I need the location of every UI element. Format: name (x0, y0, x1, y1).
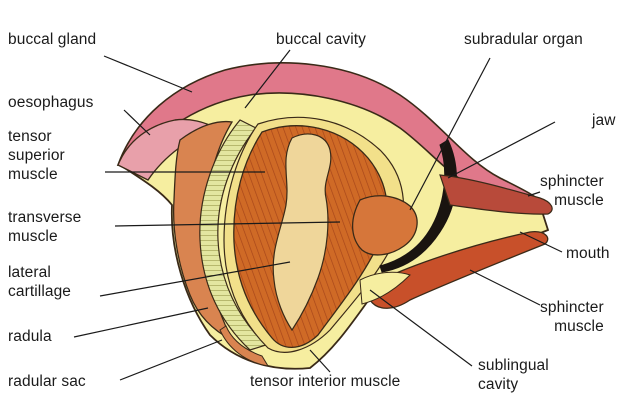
leader-sublingual (370, 290, 472, 366)
label-line: transverse (8, 208, 81, 227)
leader-sphincter-bottom (470, 270, 540, 305)
label-buccal-cavity: buccal cavity (276, 30, 366, 49)
label-line: muscle (540, 317, 604, 336)
label-line: cartillage (8, 282, 71, 301)
label-line: muscle (8, 227, 81, 246)
label-radula: radula (8, 327, 52, 346)
label-sphincter-muscle-top: sphincter muscle (540, 172, 604, 210)
label-line: sphincter (540, 298, 604, 317)
label-lateral-cartillage: lateral cartillage (8, 263, 71, 301)
label-line: sublingual (478, 356, 549, 375)
label-oesophagus: oesophagus (8, 93, 93, 112)
label-mouth: mouth (566, 244, 610, 263)
label-line: muscle (8, 165, 65, 184)
label-subradular-organ: subradular organ (464, 30, 583, 49)
label-buccal-gland: buccal gland (8, 30, 96, 49)
leader-radular-sac (120, 340, 222, 380)
label-sublingual-cavity: sublingual cavity (478, 356, 549, 394)
label-tensor-superior-muscle: tensor superior muscle (8, 127, 65, 184)
label-line: sphincter (540, 172, 604, 191)
label-line: superior (8, 146, 65, 165)
label-jaw: jaw (592, 111, 616, 130)
leader-radula (74, 308, 208, 337)
label-line: cavity (478, 375, 549, 394)
label-transverse-muscle: transverse muscle (8, 208, 81, 246)
label-radular-sac: radular sac (8, 372, 86, 391)
label-sphincter-muscle-bottom: sphincter muscle (540, 298, 604, 336)
leader-jaw (448, 122, 555, 178)
label-line: muscle (540, 191, 604, 210)
label-line: lateral (8, 263, 71, 282)
label-tensor-interior-muscle: tensor interior muscle (250, 372, 400, 391)
leader-buccal-gland (104, 56, 192, 92)
label-line: tensor (8, 127, 65, 146)
